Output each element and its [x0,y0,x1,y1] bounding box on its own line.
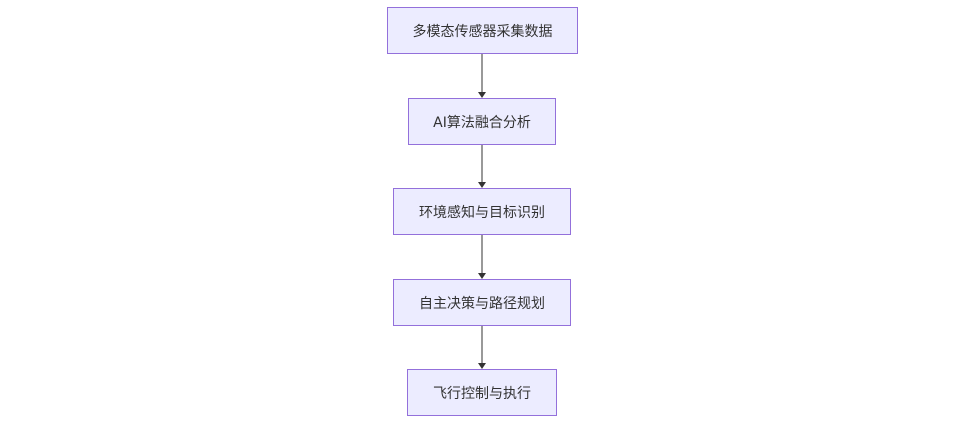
node-label: 环境感知与目标识别 [419,204,545,221]
node-label: 飞行控制与执行 [433,385,531,402]
edge-n4-n5 [478,326,486,369]
node-sensor-data-collection: 多模态传感器采集数据 [387,7,578,54]
edge-n2-n3 [478,145,486,188]
edge-n1-n2 [478,54,486,98]
node-label: 多模态传感器采集数据 [412,23,553,40]
node-label: AI算法融合分析 [433,114,531,131]
node-flight-control: 飞行控制与执行 [407,369,557,416]
node-label: 自主决策与路径规划 [419,295,545,312]
node-autonomous-decision: 自主决策与路径规划 [393,279,571,326]
node-environment-perception: 环境感知与目标识别 [393,188,571,235]
edge-n3-n4 [478,235,486,279]
node-ai-fusion-analysis: AI算法融合分析 [408,98,556,145]
